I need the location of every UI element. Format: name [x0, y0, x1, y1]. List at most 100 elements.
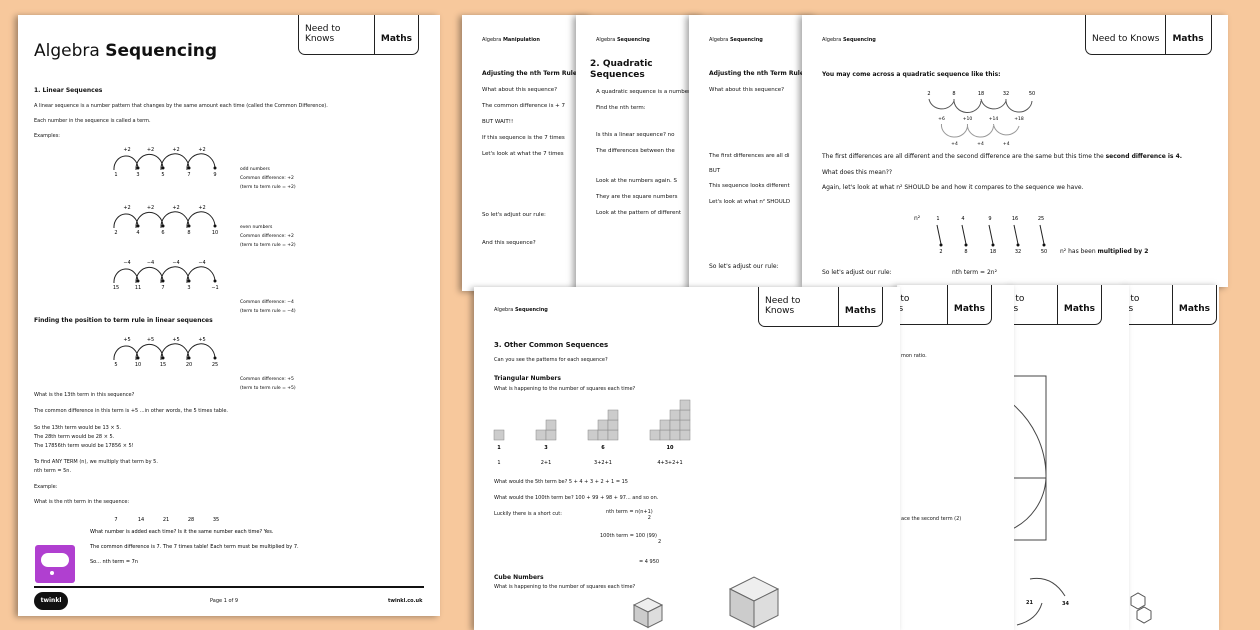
- triangular-sum: 2+1: [541, 460, 552, 466]
- arrow-head: [213, 279, 217, 283]
- square: [659, 429, 671, 441]
- sequence-term: 21: [163, 517, 169, 523]
- square-number: 9: [988, 216, 991, 222]
- step-label: +2: [198, 205, 205, 211]
- sequence-term: 8: [187, 230, 190, 236]
- sequence-term: 1: [114, 172, 117, 178]
- arrow-head: [213, 224, 217, 228]
- text-line: What is the nth term in the sequence:: [34, 499, 130, 505]
- text-line: What about this sequence?: [482, 87, 558, 93]
- arrow-head: [161, 224, 165, 228]
- note: Common difference: −4: [240, 299, 294, 305]
- sequence-term: 3: [187, 285, 190, 291]
- sequence-term: 9: [213, 172, 216, 178]
- result-number: 2: [939, 249, 942, 255]
- text-line: The common difference is + 7: [482, 103, 566, 109]
- arrow-head: [161, 279, 165, 283]
- hexagon-pattern: [1130, 592, 1152, 624]
- note: Common difference: +5: [240, 376, 294, 382]
- triangular-number: 10: [667, 445, 674, 451]
- sequence-term: 4: [136, 230, 139, 236]
- square: [607, 409, 619, 421]
- step-label: +5: [147, 337, 154, 343]
- site-link: twinkl.co.uk: [388, 598, 423, 604]
- step-label: +2: [172, 147, 179, 153]
- step-label: −4: [172, 260, 179, 266]
- text-line: Is this a linear sequence? no: [596, 132, 675, 138]
- arrow: [936, 224, 942, 245]
- difference-label: +4: [1003, 141, 1010, 147]
- triangular-sum: 1: [497, 460, 500, 466]
- square: [597, 419, 609, 431]
- arc: [186, 266, 216, 284]
- arrow-head: [187, 356, 191, 360]
- text-line: The differences between the: [596, 148, 675, 154]
- step-label: −4: [198, 260, 205, 266]
- square: [545, 429, 557, 441]
- heading: Adjusting the nth Term Rule: [482, 70, 577, 77]
- arc: [928, 98, 955, 110]
- step-label: +2: [198, 147, 205, 153]
- arc: [160, 153, 190, 171]
- square-number: 4: [961, 216, 964, 222]
- answer-line: What number is added each time? Is it th…: [90, 529, 274, 535]
- note: (term to term rule = +5): [240, 385, 296, 391]
- result-number: 8: [964, 249, 967, 255]
- text-line: The 17856th term would be 17856 × 5!: [34, 443, 134, 449]
- difference-label: +6: [938, 116, 945, 122]
- square: [597, 429, 609, 441]
- difference-label: +18: [1014, 116, 1024, 122]
- text-line: Let's look at what the 7 times: [482, 151, 564, 157]
- square-number: 25: [1038, 216, 1044, 222]
- note: Common difference: +2: [240, 175, 294, 181]
- sequence-term: 35: [213, 517, 219, 523]
- arrow: [961, 224, 967, 245]
- sequence-term: 10: [135, 362, 141, 368]
- difference-label: +10: [963, 116, 973, 122]
- thinking-cloud-icon: [35, 545, 75, 583]
- sequence-term: 3: [136, 172, 139, 178]
- answer-line: So... nth term = 7n: [90, 559, 138, 565]
- footer-divider: [34, 586, 424, 588]
- step-label: −4: [147, 260, 154, 266]
- arc: [160, 343, 190, 361]
- triangular-sum: 4+3+2+1: [657, 460, 682, 466]
- difference-label: +4: [977, 141, 984, 147]
- cube-side: [753, 588, 779, 629]
- sequence-term: 14: [138, 517, 144, 523]
- worksheet-page-2: Algebra Manipulation Adjusting the nth T…: [462, 15, 592, 291]
- arc: [135, 211, 164, 229]
- sequence-term: 8: [952, 91, 955, 97]
- triangular-number: 1: [497, 445, 501, 451]
- arc: [966, 123, 994, 138]
- result-number: 32: [1015, 249, 1021, 255]
- square: [587, 429, 599, 441]
- text-line: They are the square numbers: [596, 194, 678, 200]
- text-line: BUT WAIT!!: [482, 119, 514, 125]
- arc: [113, 345, 139, 361]
- note: Common difference: +2: [240, 233, 294, 239]
- arrow: [1039, 224, 1045, 245]
- text-line: Let's look at what n² SHOULD: [709, 199, 791, 205]
- square: [545, 419, 557, 431]
- worksheet-page-4: Algebra Sequencing Adjusting the nth Ter…: [689, 15, 817, 291]
- square: [679, 419, 691, 431]
- square: [535, 429, 547, 441]
- sequence-term: 7: [187, 172, 190, 178]
- difference-label: +14: [989, 116, 999, 122]
- square: [649, 429, 661, 441]
- sequence-term: 6: [161, 230, 164, 236]
- arrow: [988, 224, 994, 245]
- sequence-term: 50: [1029, 91, 1035, 97]
- arrow-head: [161, 166, 165, 170]
- step-label: −4: [123, 260, 130, 266]
- sequence-term: 18: [978, 91, 984, 97]
- square: [669, 429, 681, 441]
- sequence-term: 5: [161, 172, 164, 178]
- triangular-number: 3: [544, 445, 548, 451]
- difference-label: +4: [951, 141, 958, 147]
- sequence-term: 15: [113, 285, 119, 291]
- arc: [993, 123, 1020, 136]
